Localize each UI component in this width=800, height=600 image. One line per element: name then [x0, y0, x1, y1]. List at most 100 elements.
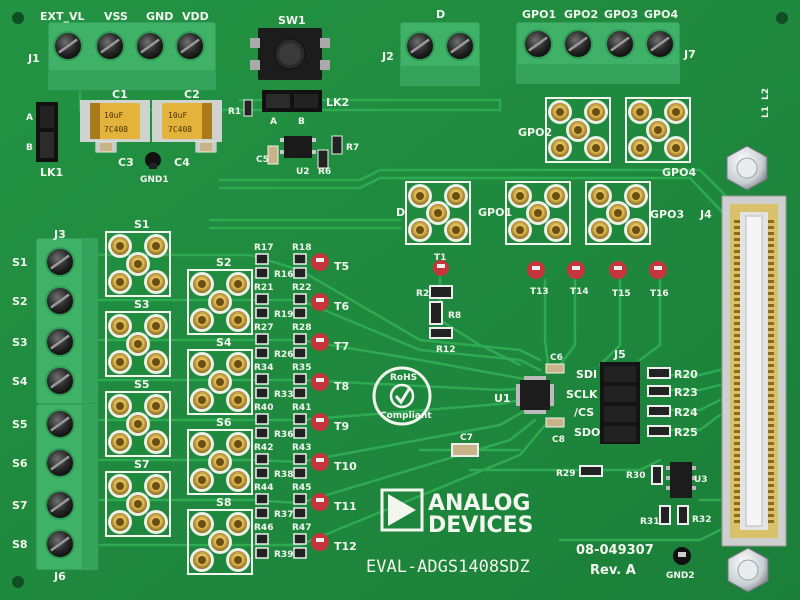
turret-pad[interactable] [108, 510, 132, 534]
terminal-screw-icon[interactable] [45, 366, 75, 396]
terminal-screw-icon[interactable] [605, 29, 635, 59]
turret-pad[interactable] [226, 548, 250, 572]
push-switch-sw1[interactable] [250, 28, 330, 80]
test-point-t1[interactable] [433, 260, 449, 276]
test-point-t6[interactable] [311, 293, 329, 311]
terminal-screw-icon[interactable] [45, 448, 75, 478]
jumper-lk1[interactable] [36, 102, 58, 162]
terminal-screw-icon[interactable] [45, 327, 75, 357]
turret-pad[interactable] [226, 388, 250, 412]
test-point-t13[interactable] [527, 261, 545, 279]
test-point-t5[interactable] [311, 253, 329, 271]
turret-pad[interactable] [664, 100, 688, 124]
terminal-screw-icon[interactable] [645, 29, 675, 59]
turret-pad[interactable] [108, 430, 132, 454]
turret-pad[interactable] [624, 218, 648, 242]
turret-pad[interactable] [190, 352, 214, 376]
turret-pad[interactable] [144, 510, 168, 534]
terminal-screw-icon[interactable] [563, 29, 593, 59]
turret-pad[interactable] [190, 548, 214, 572]
terminal-screw-icon[interactable] [45, 490, 75, 520]
turret-pad[interactable] [226, 352, 250, 376]
turret-pad[interactable] [126, 412, 150, 436]
test-point-t12[interactable] [311, 533, 329, 551]
turret-pad[interactable] [208, 290, 232, 314]
turret-pad[interactable] [226, 432, 250, 456]
turret-pad[interactable] [444, 184, 468, 208]
test-point-t15[interactable] [609, 261, 627, 279]
turret-pad[interactable] [444, 218, 468, 242]
terminal-screw-icon[interactable] [53, 31, 83, 61]
test-point-t8[interactable] [311, 373, 329, 391]
test-point-t14[interactable] [567, 261, 585, 279]
terminal-screw-icon[interactable] [405, 31, 435, 61]
turret-pad[interactable] [144, 234, 168, 258]
turret-pad[interactable] [144, 430, 168, 454]
turret-pad[interactable] [226, 512, 250, 536]
turret-pad[interactable] [628, 100, 652, 124]
turret-pad[interactable] [126, 332, 150, 356]
turret-pad[interactable] [208, 370, 232, 394]
test-point-t16[interactable] [649, 261, 667, 279]
turret-pad[interactable] [226, 468, 250, 492]
terminal-screw-icon[interactable] [175, 31, 205, 61]
test-point-gnd1[interactable] [145, 152, 161, 169]
test-point-t10[interactable] [311, 453, 329, 471]
terminal-screw-icon[interactable] [45, 286, 75, 316]
turret-pad[interactable] [144, 270, 168, 294]
terminal-screw-icon[interactable] [45, 247, 75, 277]
turret-pad[interactable] [208, 530, 232, 554]
turret-pad[interactable] [226, 272, 250, 296]
turret-pad[interactable] [144, 314, 168, 338]
header-j5[interactable] [600, 362, 640, 444]
turret-pad[interactable] [190, 272, 214, 296]
turret-pad[interactable] [108, 394, 132, 418]
turret-pad[interactable] [108, 234, 132, 258]
turret-pad[interactable] [126, 492, 150, 516]
turret-pad[interactable] [526, 201, 550, 225]
terminal-screw-icon[interactable] [445, 31, 475, 61]
turret-pad[interactable] [628, 136, 652, 160]
turret-pad[interactable] [408, 184, 432, 208]
test-point-t9[interactable] [311, 413, 329, 431]
turret-pad[interactable] [548, 100, 572, 124]
turret-pad[interactable] [108, 270, 132, 294]
turret-pad[interactable] [108, 350, 132, 374]
turret-pad[interactable] [144, 394, 168, 418]
turret-pad[interactable] [588, 184, 612, 208]
turret-pad[interactable] [508, 218, 532, 242]
turret-pad[interactable] [126, 252, 150, 276]
turret-pad[interactable] [544, 184, 568, 208]
turret-pad[interactable] [190, 512, 214, 536]
turret-pad[interactable] [190, 308, 214, 332]
test-point-t7[interactable] [311, 333, 329, 351]
test-point-gnd2[interactable] [673, 547, 691, 565]
terminal-screw-icon[interactable] [95, 31, 125, 61]
test-point-t11[interactable] [311, 493, 329, 511]
turret-pad[interactable] [544, 218, 568, 242]
turret-pad[interactable] [144, 350, 168, 374]
turret-pad[interactable] [408, 218, 432, 242]
turret-pad[interactable] [108, 314, 132, 338]
turret-pad[interactable] [426, 201, 450, 225]
terminal-screw-icon[interactable] [45, 529, 75, 559]
turret-pad[interactable] [588, 218, 612, 242]
turret-pad[interactable] [208, 450, 232, 474]
turret-pad[interactable] [584, 136, 608, 160]
turret-pad[interactable] [508, 184, 532, 208]
terminal-screw-icon[interactable] [135, 31, 165, 61]
turret-pad[interactable] [548, 136, 572, 160]
jumper-lk2[interactable] [262, 90, 322, 112]
turret-pad[interactable] [108, 474, 132, 498]
turret-pad[interactable] [190, 388, 214, 412]
turret-pad[interactable] [566, 118, 590, 142]
turret-pad[interactable] [664, 136, 688, 160]
turret-pad[interactable] [646, 118, 670, 142]
turret-pad[interactable] [584, 100, 608, 124]
turret-pad[interactable] [144, 474, 168, 498]
terminal-screw-icon[interactable] [45, 409, 75, 439]
terminal-screw-icon[interactable] [523, 29, 553, 59]
turret-pad[interactable] [190, 468, 214, 492]
turret-pad[interactable] [606, 201, 630, 225]
turret-pad[interactable] [624, 184, 648, 208]
